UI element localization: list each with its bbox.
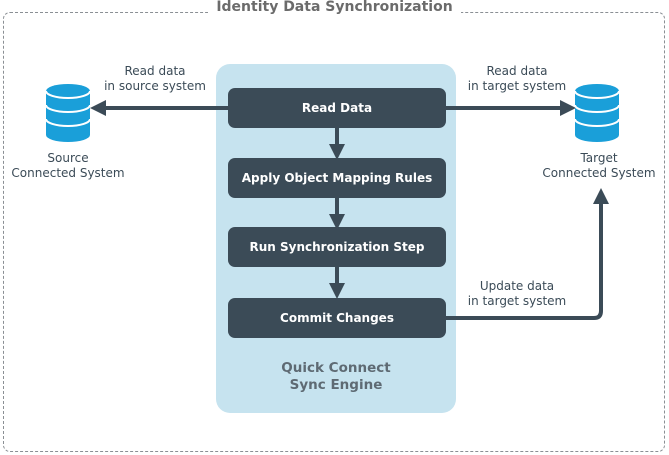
edge-label-read-source: Read data in source system	[104, 64, 206, 93]
edge-label-read-target: Read data in target system	[467, 64, 567, 93]
step-run-sync: Run Synchronization Step	[228, 227, 446, 267]
step-apply-mapping-rules: Apply Object Mapping Rules	[228, 158, 446, 198]
target-database-icon	[575, 84, 619, 142]
step-commit-changes: Commit Changes	[228, 298, 446, 338]
source-system-label: Source Connected System	[11, 151, 125, 180]
target-system-label: Target Connected System	[542, 151, 656, 180]
edge-label-update-target: Update data in target system	[467, 279, 567, 308]
step-read-data: Read Data	[228, 88, 446, 128]
sync-engine-label: Quick Connect Sync Engine	[281, 360, 391, 393]
arrow-update-target	[446, 188, 609, 320]
diagram-title: Identity Data Synchronization	[0, 0, 669, 15]
source-database-icon	[46, 84, 90, 142]
